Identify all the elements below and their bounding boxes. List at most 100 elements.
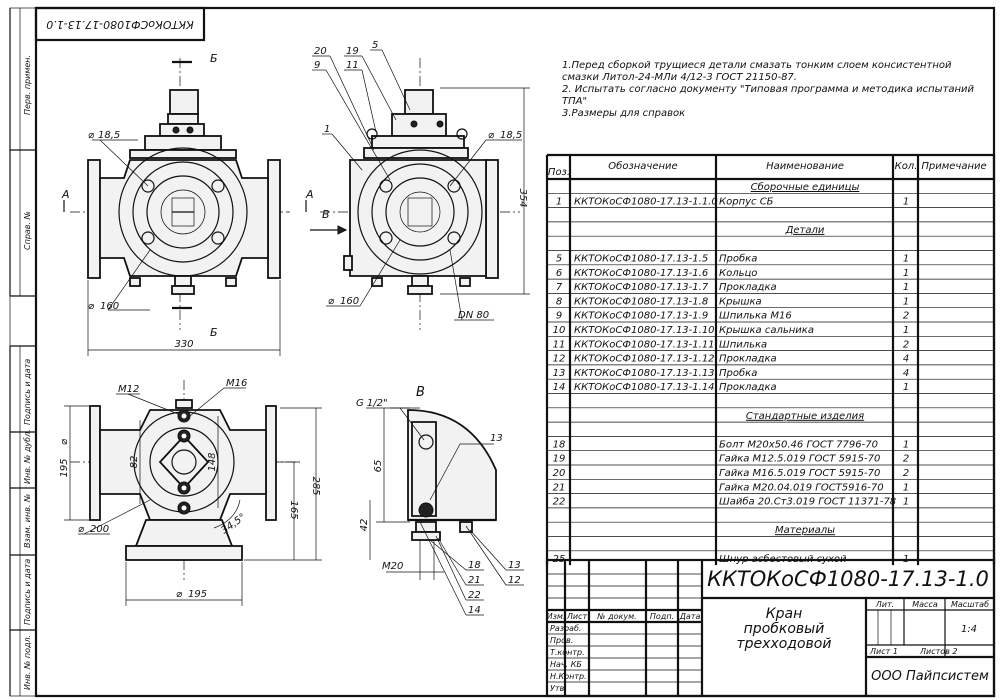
table-cell-designation: ККТОКоСФ1080-17.13-1.1.0 (574, 196, 718, 207)
table-cell-qty: 1 (903, 196, 909, 207)
table-cell-name: Шпилька (719, 339, 767, 350)
side-diameter-sign-1: ⌀ (488, 130, 495, 141)
detail-leader-13-top: 13 (490, 433, 503, 444)
table-cell-pos: 18 (553, 439, 566, 450)
table-cell-qty: 1 (903, 254, 909, 265)
top-stamp-code: ККТОКоСФ1080-17.13-1.0 (46, 18, 194, 31)
table-cell-pos: 19 (553, 454, 566, 465)
detail-dim-65: 65 (373, 460, 384, 473)
note-line-4: ТПА" (562, 96, 587, 107)
side-view: В 20 9 19 11 5 1 ⌀ 18,5 ⌀ 160 DN 80 354 (310, 40, 530, 330)
table-cell-pos: 14 (553, 382, 566, 393)
front-view: Б Б А А 18,5 ⌀ ⌀ 160 330 (61, 52, 314, 356)
table-cell-name: Гайка М16.5.019 ГОСТ 5915-70 (719, 468, 880, 479)
detail-leader-12: 12 (508, 575, 521, 586)
top-view: М12 М16 195 ⌀ ⌀ 200 ⌀ 195 285 165 82 148… (59, 378, 322, 606)
tb-col-date: Дата (679, 612, 701, 621)
leader-11: 11 (346, 60, 359, 71)
tb-scale-value: 1:4 (961, 624, 977, 635)
header-qty: Кол. (895, 161, 918, 172)
top-dim-m12: М12 (118, 384, 139, 395)
parts-list-grid (545, 153, 996, 566)
table-cell-designation: ККТОКоСФ1080-17.13-1.11 (574, 339, 715, 350)
top-dim-h165: 165 (288, 500, 299, 519)
note-line-5: 3.Размеры для справок (562, 108, 685, 119)
side-diameter-sign-2: ⌀ (328, 296, 335, 307)
table-cell-qty: 1 (903, 382, 909, 393)
top-left-flange (89, 405, 101, 521)
top-dim-h285: 285 (310, 476, 321, 495)
table-cell-designation: ККТОКоСФ1080-17.13-1.5 (574, 254, 708, 265)
table-cell-designation: ККТОКоСФ1080-17.13-1.13 (574, 368, 715, 379)
table-cell-qty: 1 (903, 325, 909, 336)
tb-document-code: ККТОКоСФ1080-17.13-1.0 (707, 567, 989, 591)
top-stamp: ККТОКоСФ1080-17.13-1.0 (34, 6, 206, 42)
table-section-heading: Стандартные изделия (746, 411, 864, 422)
tb-lit-label: Лит. (875, 600, 894, 609)
note-line-2: смазки Литол-24-МЛи 4/12-3 ГОСТ 21150-87… (562, 72, 797, 83)
table-cell-name: Шайба 20.Ст3.019 ГОСТ 11371-78 (719, 496, 896, 508)
front-diameter-sign-2: ⌀ (88, 301, 95, 312)
table-cell-pos: 5 (556, 254, 562, 265)
front-section-b-top: Б (210, 52, 218, 65)
table-cell-designation: ККТОКоСФ1080-17.13-1.12 (574, 354, 715, 365)
header-pos: Поз. (548, 167, 570, 178)
parts-list-table: Поз. Обозначение Наименование Кол. Приме… (545, 153, 996, 566)
table-cell-name: Прокладка (719, 382, 777, 393)
table-cell-qty: 4 (903, 354, 909, 365)
tb-title-line-2: пробковый (744, 621, 825, 637)
detail-leader-13-bottom: 13 (508, 560, 521, 571)
detail-leader-21: 21 (468, 575, 481, 586)
table-cell-name: Прокладка (719, 354, 777, 365)
table-cell-pos: 8 (556, 296, 562, 307)
side-valve-body (349, 159, 487, 277)
table-cell-name: Кольцо (719, 268, 757, 279)
side-dim-dn: DN 80 (458, 310, 489, 321)
front-section-a-right: А (305, 188, 314, 201)
table-cell-designation: ККТОКоСФ1080-17.13-1.14 (574, 382, 715, 393)
tb-row-tech-control: Т.контр. (550, 648, 585, 657)
side-actuator-head (404, 89, 434, 115)
table-cell-qty: 1 (903, 439, 909, 450)
top-diameter-sign-1: ⌀ (59, 438, 70, 445)
tb-title-line-3: трехходовой (737, 636, 832, 652)
front-diameter-sign-1: ⌀ (88, 130, 95, 141)
table-cell-pos: 1 (556, 196, 562, 207)
leader-19: 19 (346, 46, 359, 57)
table-cell-name: Корпус СБ (719, 196, 774, 207)
tb-col-doc: № докум. (596, 612, 636, 621)
table-cell-pos: 11 (553, 339, 566, 350)
front-section-a-left: А (61, 188, 70, 201)
detail-leader-22: 22 (468, 590, 481, 601)
margin-label-replace-inv: Взам. инв. № (23, 494, 32, 548)
margin-label-sign-date-1: Подпись и дата (23, 359, 32, 425)
table-section-heading: Детали (785, 225, 825, 236)
side-dim-bolt-circle: 160 (340, 296, 359, 307)
bore-circle (146, 175, 220, 249)
table-cell-qty: 2 (903, 454, 909, 465)
top-dim-148: 148 (207, 452, 218, 471)
tb-row-approved: Утв. (550, 684, 567, 693)
table-cell-qty: 2 (903, 311, 909, 322)
table-cell-qty: 2 (903, 468, 909, 479)
tb-row-checked: Пров. (550, 636, 573, 645)
top-dim-d195-bottom: 195 (188, 589, 207, 600)
tb-col-change: Изм. (547, 612, 566, 621)
margin-label-dup-inv: Инв. № дубл. (23, 429, 32, 484)
margin-label-ref-no: Справ. № (23, 211, 32, 250)
top-dim-angle: 34,5° (219, 512, 248, 537)
side-dim-bolt-hole: 18,5 (500, 130, 522, 141)
table-cell-pos: 20 (553, 468, 566, 479)
top-right-flange (265, 405, 277, 521)
margin-label-first-use: Перв. примен. (23, 55, 32, 115)
table-cell-pos: 7 (556, 282, 563, 293)
top-dim-82: 82 (129, 456, 140, 469)
top-dim-m16: М16 (226, 378, 247, 389)
tb-sheet: Лист 1 (869, 647, 898, 656)
table-cell-designation: ККТОКоСФ1080-17.13-1.6 (574, 268, 708, 279)
technical-notes: 1.Перед сборкой трущиеся детали смазать … (562, 59, 975, 119)
table-cell-name: Прокладка (719, 282, 777, 293)
